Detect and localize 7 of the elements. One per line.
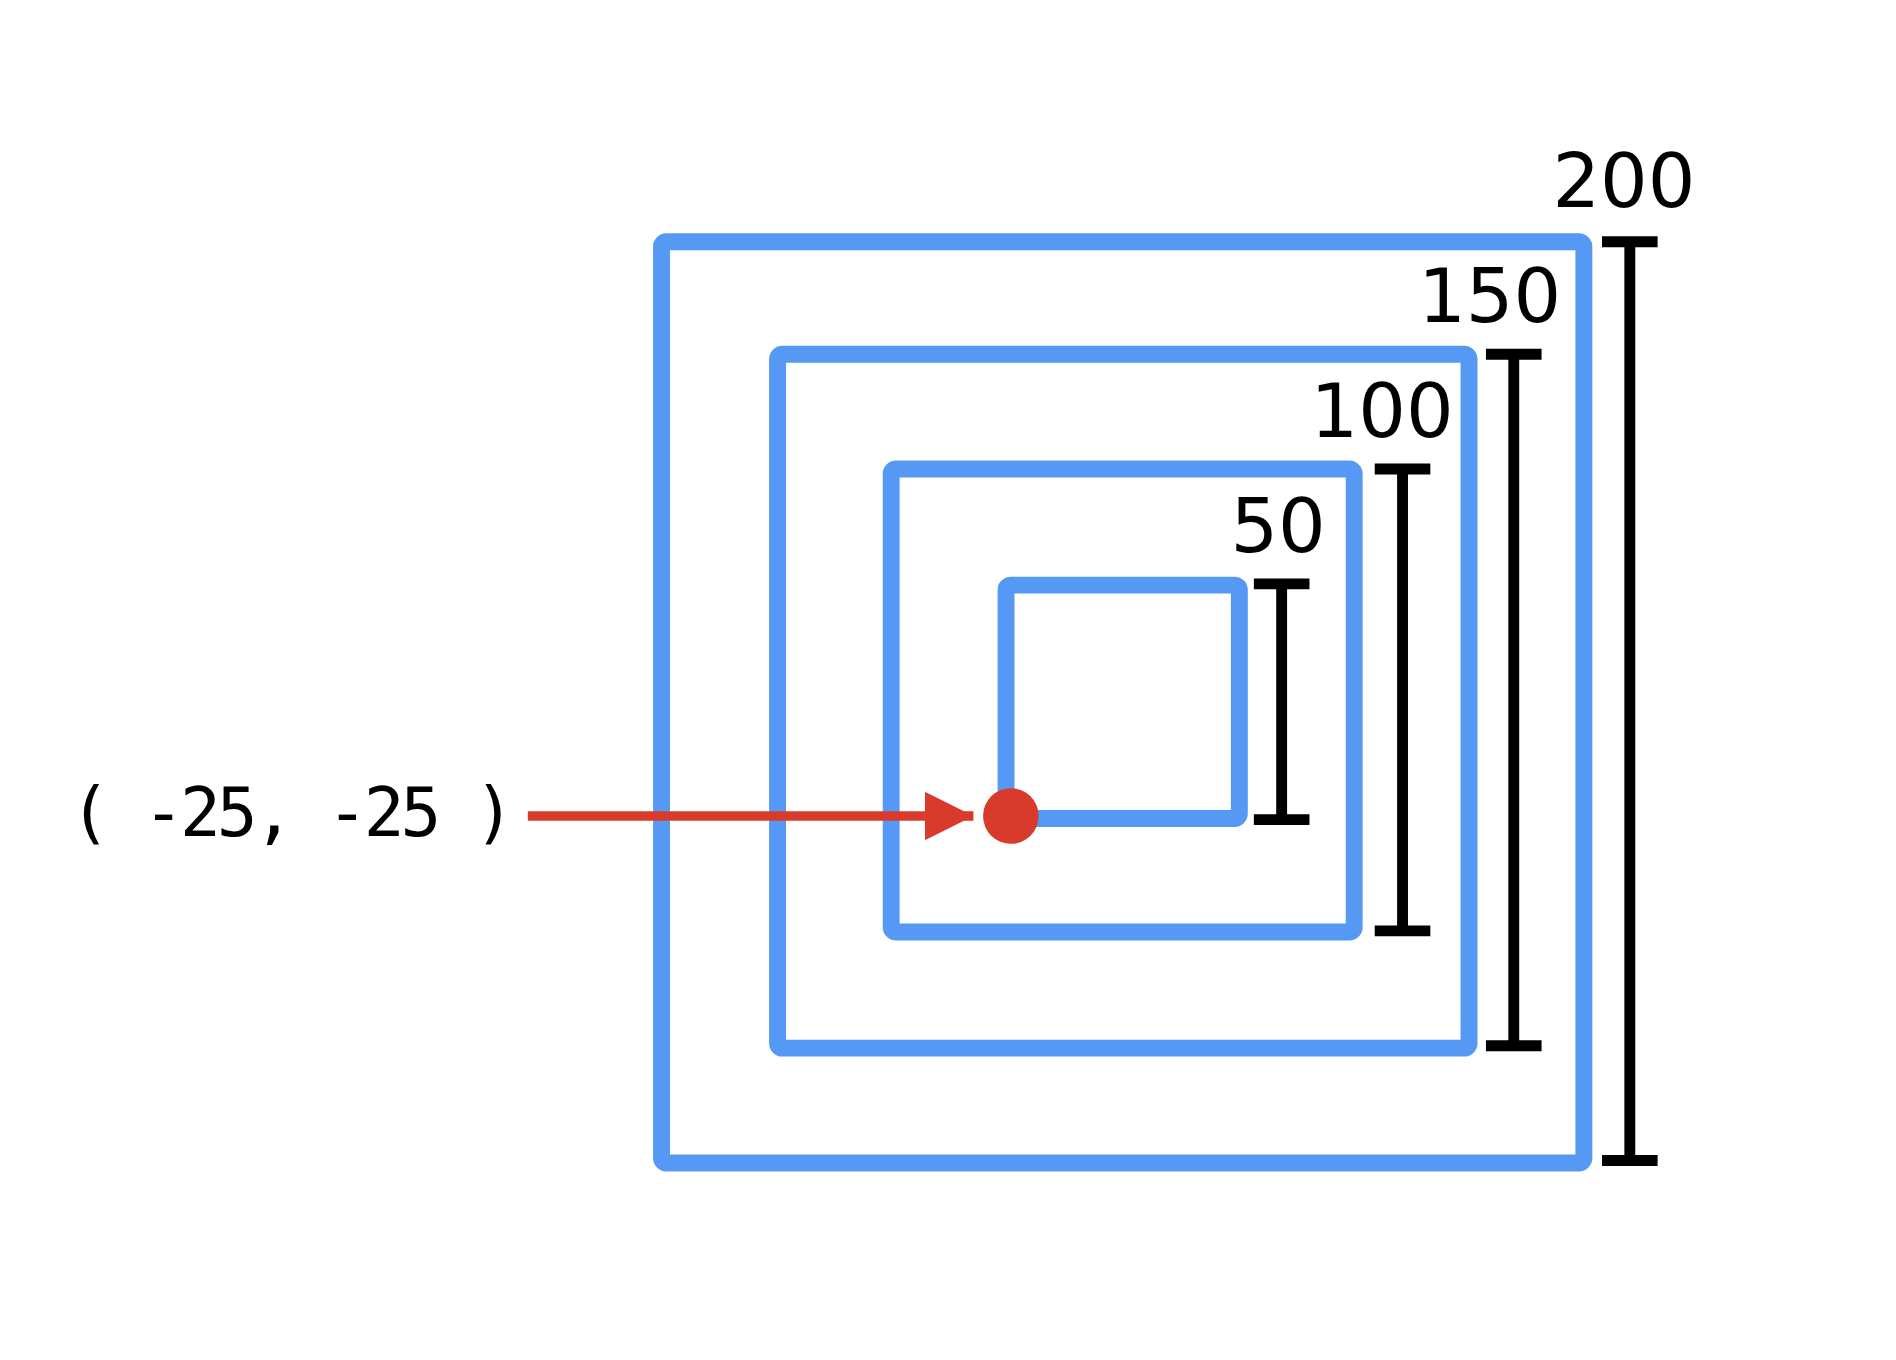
- dimension-label: 200: [1552, 143, 1696, 219]
- dimension-label: 100: [1310, 373, 1454, 449]
- dimension-label: 50: [1230, 488, 1326, 564]
- arrow: [527, 791, 974, 841]
- point-dot: [983, 788, 1039, 844]
- dimension-label: 150: [1418, 258, 1562, 334]
- coordinate-label: ( -25, -25 ): [69, 778, 511, 847]
